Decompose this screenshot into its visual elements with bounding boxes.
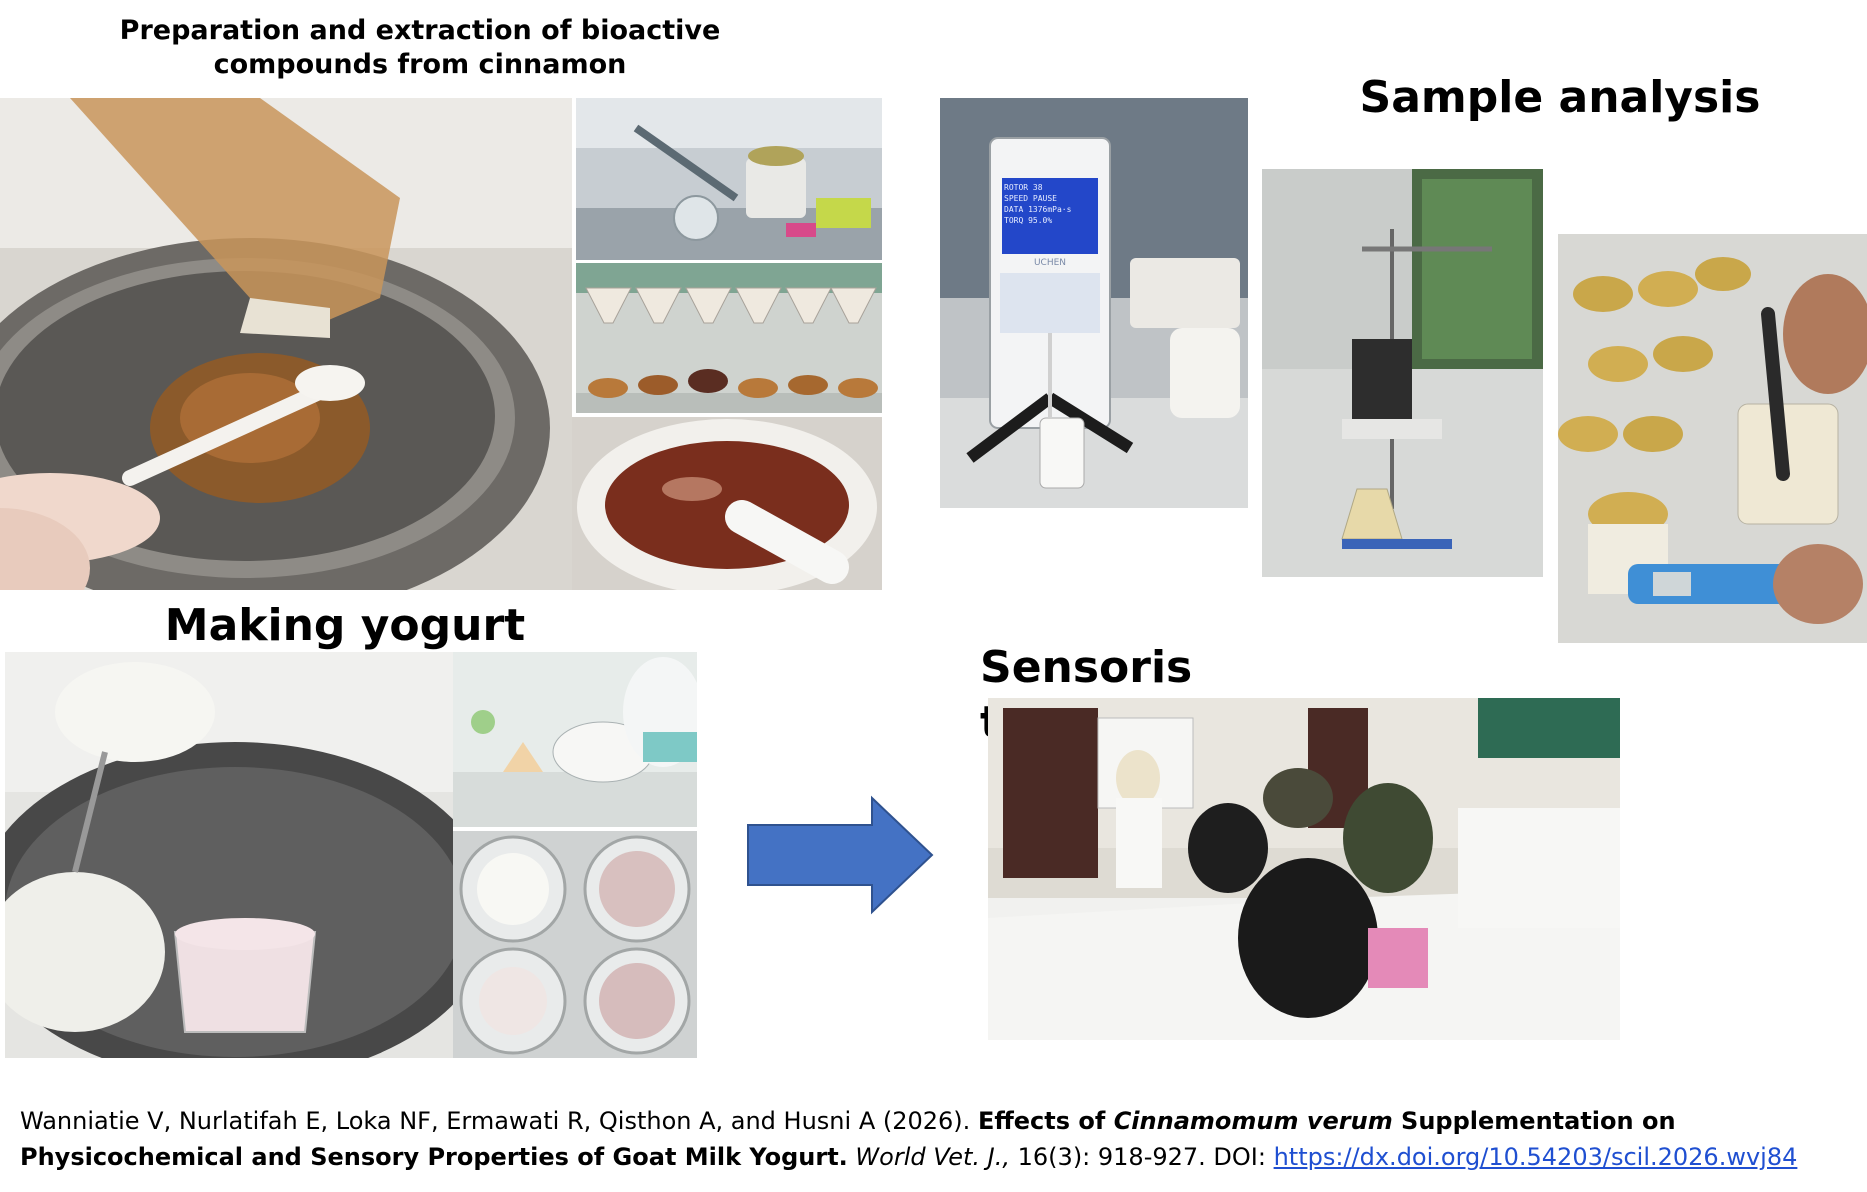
sensory-test-photo (988, 698, 1620, 1040)
yogurt-title: Making yogurt (164, 600, 526, 651)
flow-arrow-icon (747, 795, 934, 915)
preparation-title-line1: Preparation and extraction of bioactive (119, 15, 721, 46)
citation-title-italic: Cinnamomum verum (1113, 1107, 1393, 1135)
viscometer-screen-line1: ROTOR 38 (1004, 183, 1043, 192)
citation-volume: 16(3): 918-927. DOI: (1010, 1143, 1274, 1171)
citation-title: Effects of Cinnamomum verum Supplementat… (20, 1107, 1676, 1171)
ph-measurement-photo (1558, 234, 1867, 643)
analysis-title: Sample analysis (1359, 72, 1761, 123)
preparation-title-line2: compounds from cinnamon (213, 48, 627, 80)
citation: Wanniatie V, Nurlatifah E, Loka NF, Erma… (20, 1103, 1850, 1175)
citation-title-pre: Effects of (977, 1107, 1114, 1135)
citation-doi-link[interactable]: https://dx.doi.org/10.54203/scil.2026.wv… (1273, 1143, 1798, 1171)
mortar-pestle-photo (572, 417, 882, 590)
citation-title-post: Supplementation on Physicochemical and S… (20, 1107, 1676, 1171)
viscometer-screen-line4: TORQ 95.0% (1004, 216, 1053, 225)
yogurt-heating-photo (5, 652, 453, 1058)
viscometer-screen-line3: DATA 1376mPa·s (1004, 205, 1072, 214)
sieving-photo (0, 98, 572, 590)
viscometer-screen-line2: SPEED PAUSE (1004, 194, 1057, 203)
titration-photo (1262, 169, 1543, 577)
viscometer-screen: ROTOR 38 SPEED PAUSE DATA 1376mPa·s TORQ… (1004, 182, 1096, 226)
rotary-evaporator-photo (576, 98, 882, 260)
viscometer-brand: UCHEN (1033, 258, 1067, 268)
citation-journal: World Vet. J., (855, 1143, 1011, 1171)
viscometer-photo: ROTOR 38 SPEED PAUSE DATA 1376mPa·s TORQ… (940, 98, 1248, 508)
yogurt-mixing-photo (453, 652, 697, 827)
filtration-funnels-photo (576, 263, 882, 413)
preparation-title: Preparation and extraction of bioactive … (100, 14, 740, 82)
citation-authors: Wanniatie V, Nurlatifah E, Loka NF, Erma… (20, 1107, 978, 1135)
yogurt-samples-photo (453, 831, 697, 1058)
